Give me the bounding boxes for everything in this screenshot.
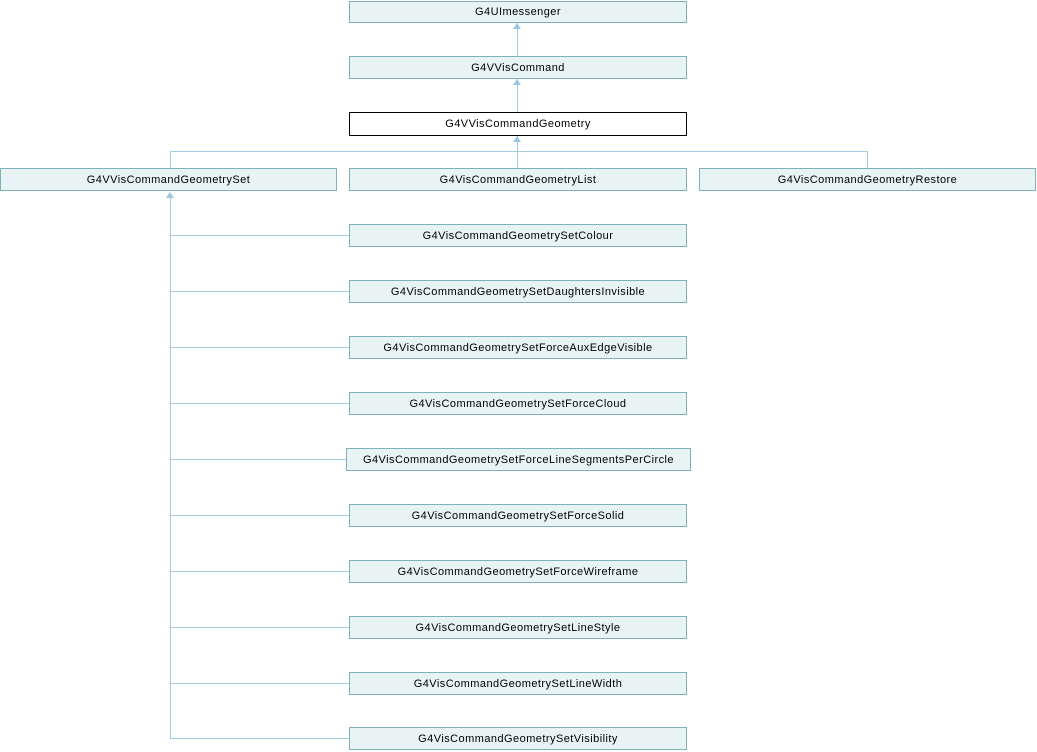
edge-branch-setforcecloud [171, 403, 349, 404]
class-node-g4viscommandgeometryrestore[interactable]: G4VisCommandGeometryRestore [699, 168, 1036, 191]
class-node-g4viscommandgeometrysetforceauxedgevisible[interactable]: G4VisCommandGeometrySetForceAuxEdgeVisib… [349, 336, 687, 359]
edge-viscommand-geometry [517, 79, 518, 112]
edge-branch-setdaughtersinvisible [171, 291, 349, 292]
class-node-g4viscommandgeometrysetforcelinesegmentspercircle[interactable]: G4VisCommandGeometrySetForceLineSegments… [346, 448, 691, 471]
class-node-g4uimessenger[interactable]: G4UImessenger [349, 1, 687, 23]
arrow-up-icon [513, 79, 521, 85]
edge-children-bus [170, 151, 868, 152]
class-node-g4viscommandgeometrysetforcesolid[interactable]: G4VisCommandGeometrySetForceSolid [349, 504, 687, 527]
class-node-g4viscommandgeometrysetcolour[interactable]: G4VisCommandGeometrySetColour [349, 224, 687, 247]
class-node-g4vviscommandgeometry-current: G4VVisCommandGeometry [349, 112, 687, 136]
arrow-up-icon [513, 136, 521, 142]
edge-branch-setlinewidth [171, 683, 349, 684]
edge-branch-setlinestyle [171, 627, 349, 628]
edge-branch-setforcewireframe [171, 571, 349, 572]
edge-branch-setforcelinesegmentspercircle [171, 459, 346, 460]
class-node-g4viscommandgeometrylist[interactable]: G4VisCommandGeometryList [349, 168, 687, 191]
edge-branch-setforcesolid [171, 515, 349, 516]
edge-branch-setcolour [171, 235, 349, 236]
arrow-up-icon [513, 23, 521, 29]
class-node-g4viscommandgeometrysetdaughtersinvisible[interactable]: G4VisCommandGeometrySetDaughtersInvisibl… [349, 280, 687, 303]
class-node-g4viscommandgeometrysetlinewidth[interactable]: G4VisCommandGeometrySetLineWidth [349, 672, 687, 695]
edge-stub-geometryset [170, 151, 171, 168]
class-node-g4viscommandgeometrysetforcewireframe[interactable]: G4VisCommandGeometrySetForceWireframe [349, 560, 687, 583]
class-node-g4vviscommand[interactable]: G4VVisCommand [349, 56, 687, 79]
arrow-up-icon [166, 192, 174, 198]
edge-stub-geometryrestore [867, 151, 868, 168]
class-node-g4viscommandgeometrysetforcecloud[interactable]: G4VisCommandGeometrySetForceCloud [349, 392, 687, 415]
class-node-g4vviscommandgeometryset[interactable]: G4VVisCommandGeometrySet [0, 168, 337, 191]
class-node-g4viscommandgeometrysetlinestyle[interactable]: G4VisCommandGeometrySetLineStyle [349, 616, 687, 639]
edge-branch-setvisibility [171, 738, 349, 739]
class-node-g4viscommandgeometrysetvisibility[interactable]: G4VisCommandGeometrySetVisibility [349, 727, 687, 750]
edge-set-children-trunk [170, 198, 171, 739]
edge-geometry-children-trunk [517, 136, 518, 168]
edge-uimessenger-viscommand [517, 23, 518, 56]
edge-branch-setforceauxedgevisible [171, 347, 349, 348]
